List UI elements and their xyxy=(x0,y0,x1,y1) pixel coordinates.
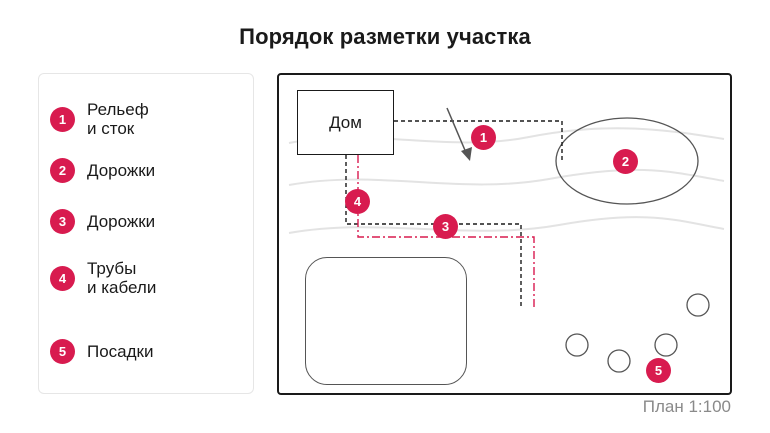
relief-contour-3 xyxy=(288,216,725,234)
legend-badge-3: 3 xyxy=(50,209,75,234)
plan-marker-4: 4 xyxy=(345,189,370,214)
drain-arrow-line xyxy=(446,107,468,156)
cable-line xyxy=(357,155,535,307)
legend-badge-2: 2 xyxy=(50,158,75,183)
scale-label: План 1:100 xyxy=(642,397,731,416)
legend-badge-1: 1 xyxy=(50,106,75,132)
planting-circle-3 xyxy=(607,349,631,373)
legend-badge-4: 4 xyxy=(50,265,75,291)
planting-circle-4 xyxy=(654,333,678,357)
planting-circle-1 xyxy=(686,293,710,317)
relief-contour-2 xyxy=(288,168,725,186)
plan-marker-5: 5 xyxy=(646,358,671,383)
legend-label-pipes: Трубы и кабели xyxy=(87,259,157,297)
legend-label-relief: Рельеф и сток xyxy=(87,100,149,138)
legend-badge-5: 5 xyxy=(50,339,75,364)
garden-bed xyxy=(305,257,467,385)
plan-marker-1: 1 xyxy=(471,125,496,150)
legend-label-paths: Дорожки xyxy=(87,212,156,231)
legend-panel: 1 Рельеф и сток 2 Дорожки 3 Дорожки 4 Тр… xyxy=(38,73,254,394)
house: Дом xyxy=(297,90,394,155)
legend-item-relief: 1 Рельеф и сток xyxy=(50,100,149,138)
legend-item-pipes: 4 Трубы и кабели xyxy=(50,259,156,297)
legend-label-zones: Дорожки xyxy=(87,161,156,180)
page-title: Порядок разметки участка xyxy=(239,24,531,49)
legend-label-plantings: Посадки xyxy=(87,342,154,361)
legend-item-paths: 3 Дорожки xyxy=(50,209,155,234)
plan-marker-2: 2 xyxy=(613,149,638,174)
pipe-line-to-zone xyxy=(394,120,563,161)
plan-marker-3: 3 xyxy=(433,214,458,239)
planting-circle-2 xyxy=(565,333,589,357)
zone-ellipse xyxy=(555,117,699,205)
legend-item-zones: 2 Дорожки xyxy=(50,158,155,183)
drain-arrow-head xyxy=(461,147,472,161)
legend-item-plantings: 5 Посадки xyxy=(50,339,153,364)
site-plan: Дом 1 2 3 4 5 xyxy=(277,73,732,395)
